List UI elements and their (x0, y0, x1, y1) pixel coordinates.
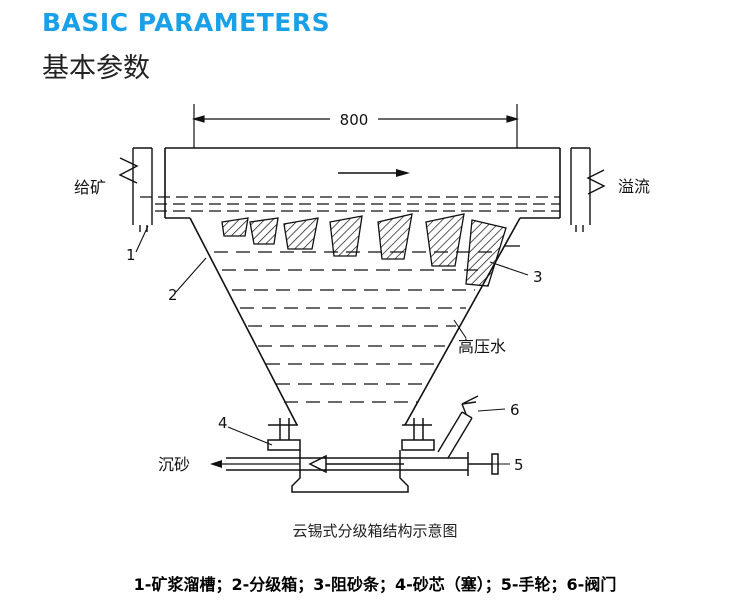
label-n5: 5 (514, 456, 524, 474)
sand-outlet-arrow (210, 460, 300, 468)
classifier-box-top (164, 147, 561, 219)
label-n4: 4 (218, 414, 228, 432)
classifier-cone (189, 217, 521, 426)
label-feed: 给矿 (74, 178, 106, 197)
dimension-label: 800 (340, 111, 369, 129)
water-level-lines (140, 196, 560, 212)
dimension-line (191, 104, 520, 148)
label-n6: 6 (510, 401, 520, 419)
parts-legend: 1-矿浆溜槽；2-分级箱；3-阻砂条；4-砂芯（塞）；5-手轮；6-阀门 (133, 575, 617, 594)
label-sand-out: 沉砂 (158, 455, 190, 474)
sand-core-assembly (226, 418, 499, 493)
heading-english: BASIC PARAMETERS (42, 8, 331, 37)
heading-chinese: 基本参数 (42, 53, 150, 84)
label-n3: 3 (533, 268, 543, 286)
flow-arrow (338, 169, 410, 177)
label-n2: 2 (168, 286, 178, 304)
cone-water-lines (214, 251, 495, 403)
diagram-caption: 云锡式分级箱结构示意图 (292, 522, 458, 540)
label-high-pressure-water: 高压水 (458, 337, 506, 356)
sand-bars (221, 213, 520, 287)
feed-chute-wall (118, 147, 153, 232)
leader-lines (135, 225, 529, 465)
label-n1: 1 (126, 246, 136, 264)
overflow-wall (570, 147, 606, 232)
label-overflow: 溢流 (618, 177, 650, 196)
valve-6 (437, 395, 479, 459)
